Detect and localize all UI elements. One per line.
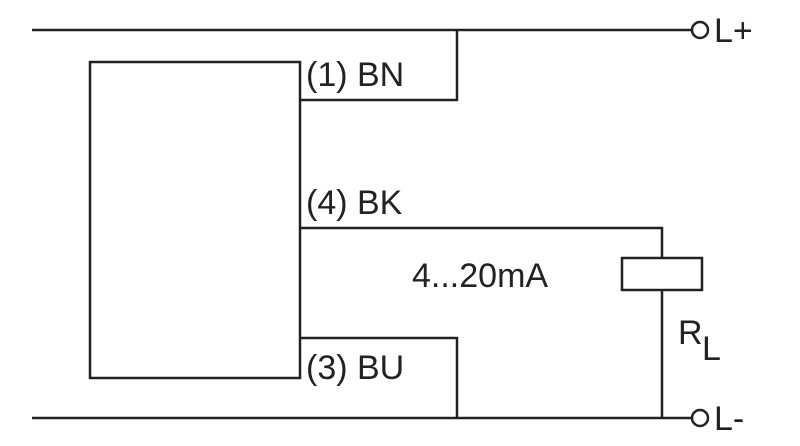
load-subscript: L: [702, 330, 721, 368]
sensor-body: [88, 60, 302, 380]
wire-bn: [300, 30, 459, 102]
positive-terminal: [690, 20, 710, 40]
load-symbol: R: [678, 314, 703, 352]
wire-bk-label: (4) BK: [306, 184, 403, 222]
negative-terminal-label: L-: [714, 400, 744, 438]
positive-terminal-label: L+: [714, 12, 753, 50]
wire-bk: [300, 226, 664, 258]
wire-bu: [300, 336, 459, 418]
wire-bu-label: (3) BU: [306, 349, 404, 387]
load-resistor: [620, 256, 704, 292]
signal-label: 4...20mA: [412, 257, 548, 295]
negative-terminal: [690, 408, 710, 428]
wire-bn-label: (1) BN: [306, 56, 404, 94]
